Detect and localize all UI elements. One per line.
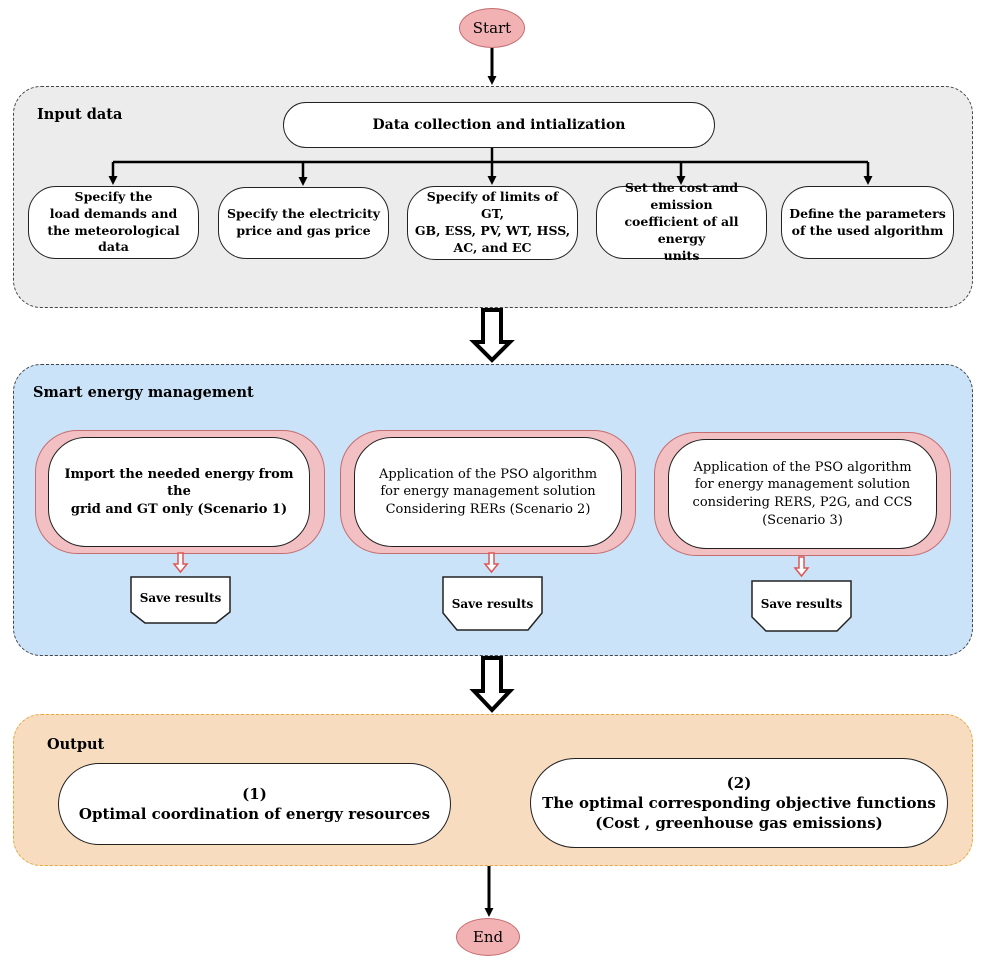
input-section-title: Input data (37, 106, 123, 123)
save-results-1 (130, 576, 231, 624)
save-results-2 (442, 576, 543, 631)
output-box-2: (2) The optimal corresponding objective … (530, 758, 948, 848)
input-box-load-demands: Specify the load demands and the meteoro… (28, 186, 199, 259)
scenario-3-box: Application of the PSO algorithm for ene… (668, 439, 937, 549)
scenario-1-box: Import the needed energy from the grid a… (48, 437, 310, 547)
big-arrow-input-to-smart (469, 308, 515, 363)
smart-section-title: Smart energy management (33, 384, 254, 401)
output-box-2-text: The optimal corresponding objective func… (542, 793, 936, 833)
small-arrow-scenario-2 (483, 552, 500, 574)
end-label: End (472, 928, 504, 946)
save-results-3 (751, 580, 852, 632)
output-box-1: (1) Optimal coordination of energy resou… (58, 763, 451, 845)
start-label: Start (472, 19, 512, 37)
big-arrow-smart-to-output (469, 656, 515, 713)
small-arrow-scenario-1 (172, 552, 189, 574)
save-results-2-label: Save results (451, 597, 534, 611)
input-box-label: Specify the load demands and the meteoro… (47, 188, 180, 255)
output-box-1-text: Optimal coordination of energy resources (78, 805, 431, 823)
input-box-cost-emission: Set the cost and emission coefficient of… (596, 180, 767, 263)
small-arrow-scenario-3 (793, 556, 810, 578)
output-section-title: Output (47, 736, 105, 753)
input-box-limits: Specify of limits of GT, GB, ESS, PV, WT… (407, 186, 578, 260)
data-collection-box: Data collection and intialization (283, 102, 715, 148)
input-box-label: Define the parameters of the used algori… (789, 205, 946, 238)
input-box-prices: Specify the electricity price and gas pr… (218, 187, 389, 259)
scenario-1-label: Import the needed energy from the grid a… (64, 466, 294, 517)
scenario-2-box: Application of the PSO algorithm for ene… (354, 437, 622, 547)
input-box-label: Specify of limits of GT, GB, ESS, PV, WT… (414, 189, 571, 255)
save-results-1-label: Save results (139, 591, 222, 605)
start-terminal: Start (459, 8, 525, 48)
output-box-2-number: (2) (726, 773, 752, 792)
scenario-2-label: Application of the PSO algorithm for ene… (378, 466, 598, 517)
input-box-algorithm-params: Define the parameters of the used algori… (781, 186, 954, 259)
save-results-3-label: Save results (760, 597, 843, 611)
output-box-1-number: (1) (242, 784, 267, 803)
scenario-3-label: Application of the PSO algorithm for ene… (692, 459, 913, 528)
end-terminal: End (456, 918, 520, 956)
input-box-label: Set the cost and emission coefficient of… (624, 180, 739, 263)
data-collection-label: Data collection and intialization (372, 116, 626, 133)
input-box-label: Specify the electricity price and gas pr… (226, 206, 380, 238)
